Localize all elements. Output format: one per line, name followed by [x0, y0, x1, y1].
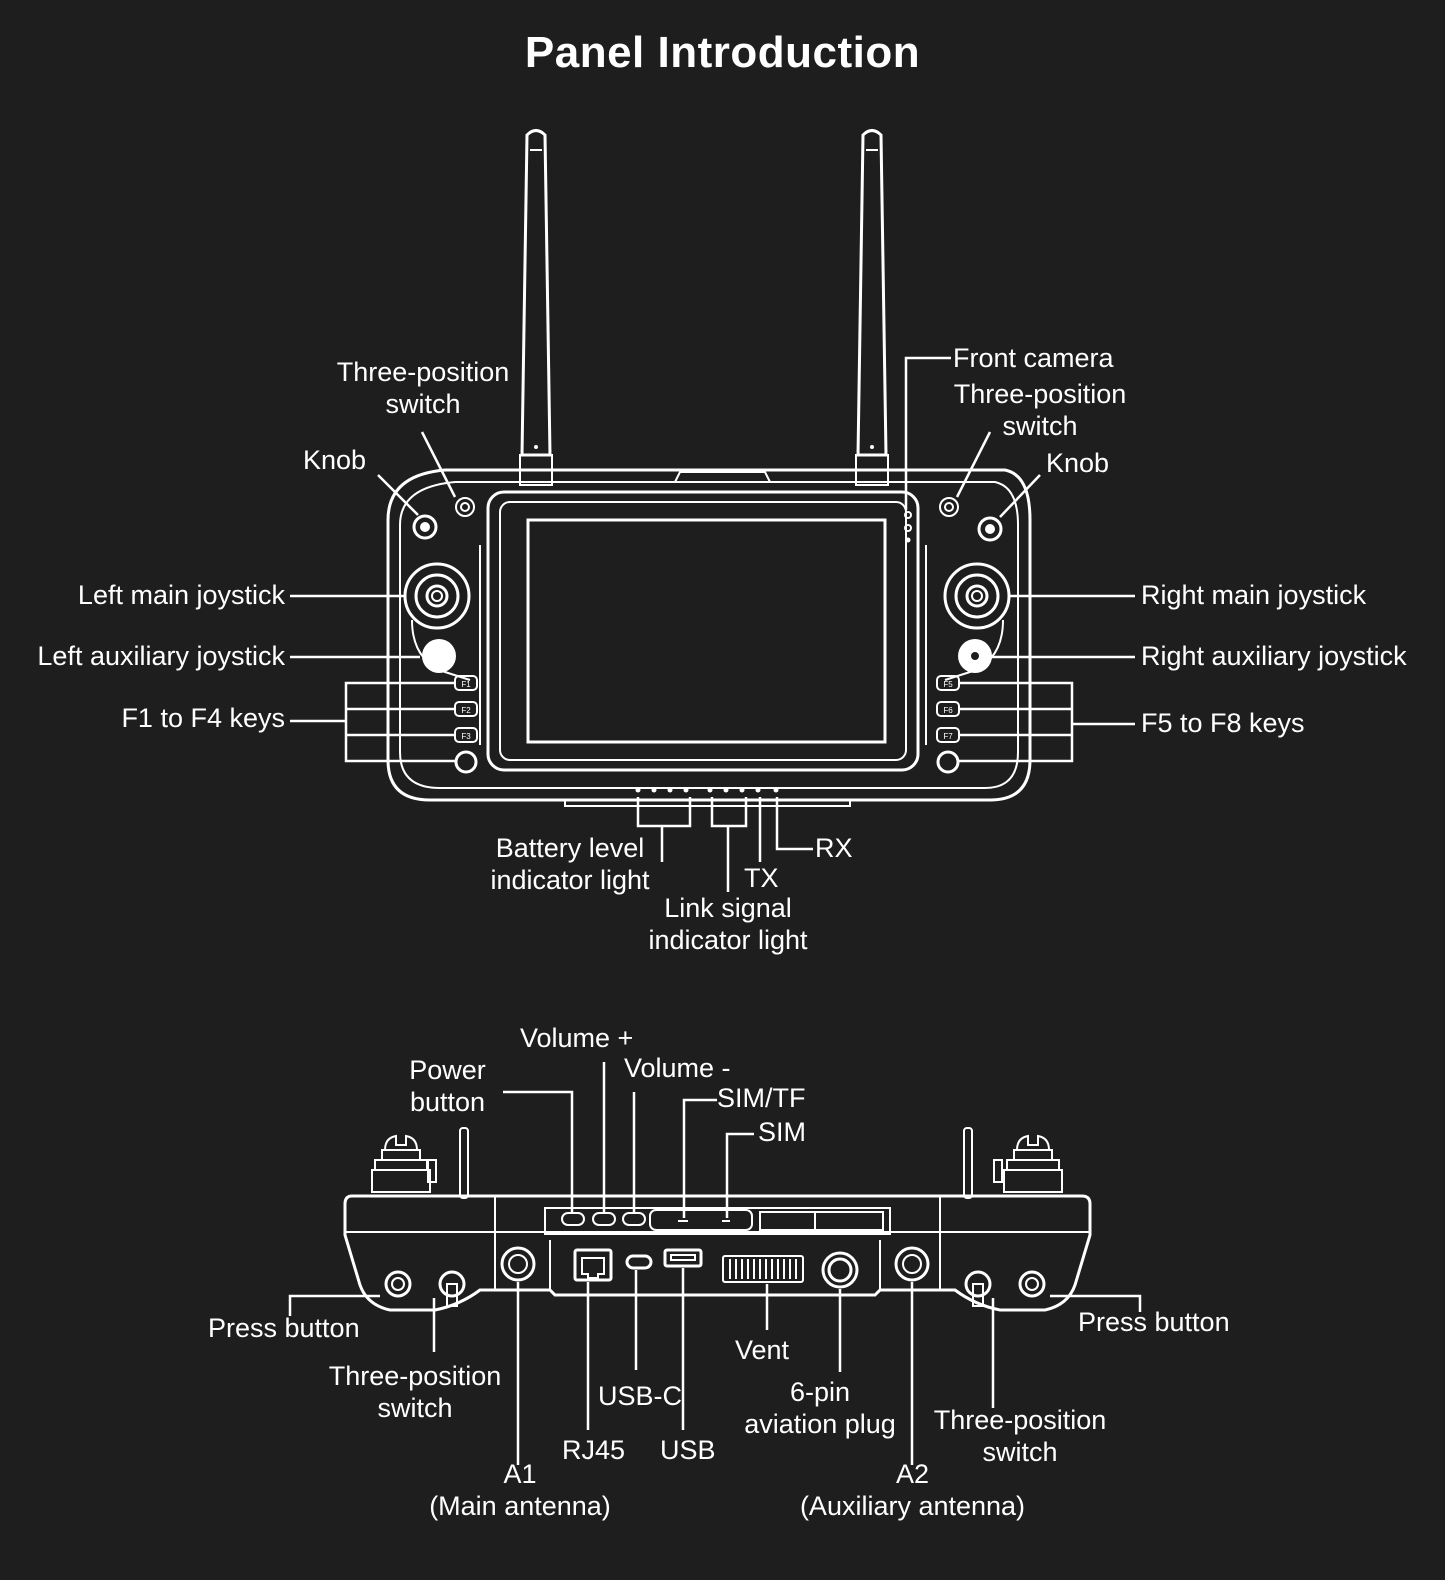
label-f5-f8-keys: F5 to F8 keys [1141, 708, 1305, 738]
label-sim-tf: SIM/TF [717, 1083, 806, 1113]
label-a2-auxiliary-antenna: A2 (Auxiliary antenna) [799, 1459, 1026, 1521]
a2-antenna-port-icon [894, 1246, 930, 1282]
label-volume-minus: Volume - [624, 1053, 731, 1083]
label-three-position-switch-bottom-left: Three-position switch [328, 1361, 502, 1423]
left-main-joystick-icon [403, 562, 471, 630]
label-volume-plus: Volume + [520, 1023, 634, 1053]
label-front-camera: Front camera [953, 343, 1114, 373]
label-vent: Vent [735, 1335, 790, 1365]
label-usb: USB [660, 1435, 716, 1465]
label-left-main-joystick: Left main joystick [77, 580, 285, 610]
svg-text:F2: F2 [461, 706, 471, 715]
left-auxiliary-joystick-icon [422, 639, 456, 673]
right-joystick-side-icon [993, 1134, 1063, 1193]
label-right-main-joystick: Right main joystick [1141, 580, 1367, 610]
vent-icon [722, 1255, 804, 1283]
left-switch-icon [455, 497, 475, 517]
label-f1-f4-keys: F1 to F4 keys [121, 703, 285, 733]
usb-c-port-icon [625, 1254, 653, 1270]
label-a1-main-antenna: A1 (Main antenna) [429, 1459, 611, 1521]
left-knob-icon [412, 514, 438, 540]
bottom-view [343, 1127, 1092, 1312]
label-press-button-left: Press button [208, 1313, 360, 1343]
label-three-position-switch-left: Three-position switch [336, 357, 510, 419]
volume-plus-icon [592, 1212, 616, 1226]
right-side-switch-icon [964, 1270, 992, 1298]
screen [526, 518, 887, 744]
label-link-signal-indicator: Link signal indicator light [648, 893, 808, 955]
label-sim: SIM [758, 1117, 807, 1147]
label-knob-right: Knob [1046, 448, 1110, 478]
power-button-icon [561, 1212, 585, 1226]
left-press-button-icon [384, 1270, 412, 1298]
label-right-auxiliary-joystick: Right auxiliary joystick [1141, 641, 1407, 671]
label-usb-c: USB-C [598, 1381, 683, 1411]
bottom-body [343, 1194, 1092, 1312]
label-power-button: Power button [409, 1055, 486, 1117]
label-rj45: RJ45 [562, 1435, 626, 1465]
right-press-button-icon [1018, 1270, 1046, 1298]
label-three-position-switch-right: Three-position switch [953, 379, 1127, 441]
left-antenna-icon [519, 129, 553, 486]
svg-text:F3: F3 [461, 732, 471, 741]
indicator-lights [635, 787, 779, 793]
front-view: F1 F2 F3 F5 F6 F7 [386, 129, 1032, 807]
svg-text:F7: F7 [943, 732, 953, 741]
label-battery-level-indicator: Battery level indicator light [490, 833, 650, 895]
left-side-switch-icon [438, 1270, 466, 1298]
svg-text:F5: F5 [943, 680, 953, 689]
volume-minus-icon [622, 1212, 646, 1226]
page-title: Panel Introduction [524, 28, 921, 77]
right-main-joystick-icon [943, 562, 1011, 630]
usb-port-icon [663, 1248, 703, 1268]
right-antenna-icon [855, 129, 889, 486]
front-camera-icon [904, 511, 912, 519]
svg-text:F6: F6 [943, 706, 953, 715]
right-f-keys: F5 F6 F7 [936, 675, 960, 774]
label-tx: TX [744, 863, 779, 893]
label-knob-left: Knob [303, 445, 367, 475]
svg-text:F1: F1 [461, 680, 471, 689]
front-leader-lines [290, 356, 1135, 892]
right-knob-icon [977, 516, 1003, 542]
label-rx: RX [815, 833, 853, 863]
aviation-plug-icon [821, 1251, 859, 1289]
bottom-leader-lines [288, 1062, 1142, 1465]
label-press-button-right: Press button [1078, 1307, 1230, 1337]
rj45-port-icon [573, 1248, 613, 1282]
controller-body [386, 468, 1032, 802]
label-six-pin-aviation-plug: 6-pin aviation plug [744, 1377, 896, 1439]
screen-bezel [486, 490, 920, 772]
left-f-keys: F1 F2 F3 [454, 675, 478, 774]
label-three-position-switch-bottom-right: Three-position switch [933, 1405, 1107, 1467]
a1-antenna-port-icon [500, 1246, 536, 1282]
label-left-auxiliary-joystick: Left auxiliary joystick [37, 641, 285, 671]
left-joystick-side-icon [371, 1134, 437, 1193]
right-switch-icon [939, 497, 959, 517]
